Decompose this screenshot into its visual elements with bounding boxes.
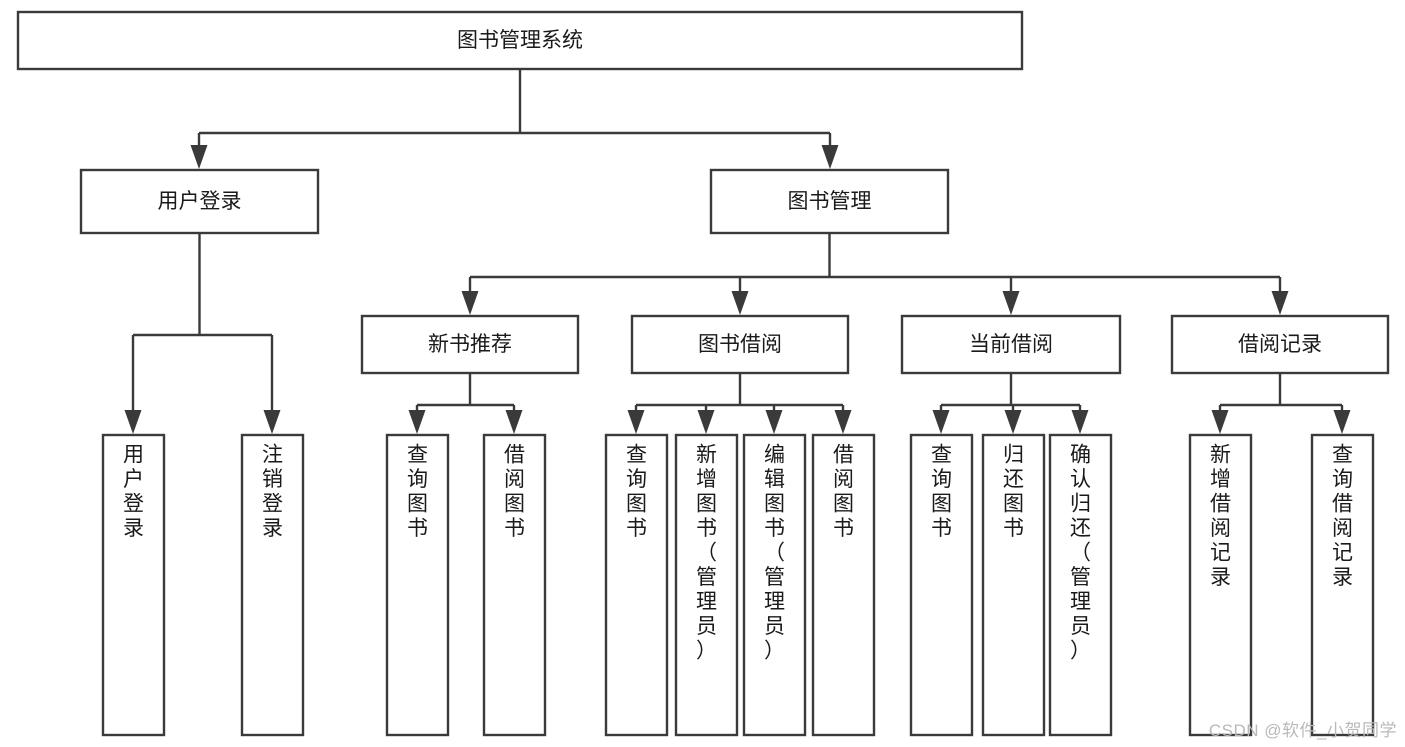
leaf-node-leaf-query-book-recommend[interactable]: 查询图书 [385, 433, 450, 737]
arrow-head-icon [821, 145, 839, 169]
node-box[interactable] [981, 433, 1046, 737]
leaf-node-leaf-add-borrow-record[interactable]: 新增借阅记录 [1188, 433, 1253, 737]
level3-node-book-borrow[interactable]: 图书借阅 [630, 314, 850, 375]
connector-recommend-to-leaves [408, 373, 523, 434]
node-box[interactable] [709, 168, 950, 235]
leaf-node-leaf-query-borrow-record[interactable]: 查询借阅记录 [1310, 433, 1375, 737]
node-label: 归还图书 [1003, 443, 1024, 540]
arrow-head-icon [1271, 291, 1289, 315]
node-label: 新增图书（管理员） [696, 443, 717, 662]
node-box[interactable] [604, 433, 669, 737]
node-label: 确认归还（管理员） [1070, 443, 1091, 662]
node-label: 编辑图书（管理员） [764, 443, 785, 662]
leaf-node-leaf-add-book[interactable]: 新增图书（管理员） [674, 433, 739, 737]
node-label: 用户登录 [158, 190, 242, 213]
node-label: 新书推荐 [428, 333, 512, 356]
node-label: 查询图书 [626, 443, 647, 540]
arrow-head-icon [697, 410, 715, 434]
node-label: 新增借阅记录 [1210, 443, 1231, 589]
connector-current-to-leaves [932, 373, 1089, 434]
node-label: 查询借阅记录 [1332, 443, 1353, 589]
leaf-node-leaf-user-login[interactable]: 用户登录 [101, 433, 166, 737]
arrow-head-icon [505, 410, 523, 434]
leaf-node-leaf-query-book-current[interactable]: 查询图书 [909, 433, 974, 737]
arrow-head-icon [408, 410, 426, 434]
arrow-head-icon [627, 410, 645, 434]
connector-borrow-to-leaves [627, 373, 852, 434]
node-label: 当前借阅 [969, 333, 1053, 356]
node-label: 图书管理系统 [457, 29, 583, 52]
node-label: 查询图书 [407, 443, 428, 540]
node-box[interactable] [811, 433, 876, 737]
connector-root-to-level2 [190, 69, 839, 169]
node-box[interactable] [1048, 433, 1113, 737]
node-label: 借阅图书 [504, 443, 525, 540]
node-box[interactable] [482, 433, 547, 737]
node-box[interactable] [909, 433, 974, 737]
leaf-node-leaf-return-book[interactable]: 归还图书 [981, 433, 1046, 737]
node-box[interactable] [79, 168, 320, 235]
node-box[interactable] [385, 433, 450, 737]
level2-node-user-login[interactable]: 用户登录 [79, 168, 320, 235]
arrow-head-icon [932, 410, 950, 434]
arrow-head-icon [263, 410, 281, 434]
node-label: 查询图书 [931, 443, 952, 540]
level2-node-book-management[interactable]: 图书管理 [709, 168, 950, 235]
node-label: 借阅图书 [833, 443, 854, 540]
leaf-node-leaf-logout[interactable]: 注销登录 [240, 433, 305, 737]
arrow-head-icon [731, 291, 749, 315]
node-label: 图书借阅 [698, 333, 782, 356]
node-box[interactable] [1188, 433, 1253, 737]
level3-node-current-borrow[interactable]: 当前借阅 [900, 314, 1122, 375]
arrow-head-icon [190, 145, 208, 169]
connector-bookmgmt-to-level3 [461, 233, 1289, 315]
node-box[interactable] [240, 433, 305, 737]
leaf-node-leaf-edit-book[interactable]: 编辑图书（管理员） [742, 433, 807, 737]
arrow-head-icon [1004, 410, 1022, 434]
arrow-head-icon [765, 410, 783, 434]
node-box[interactable] [742, 433, 807, 737]
connector-record-to-leaves [1211, 373, 1351, 434]
connector-userlogin-to-leaves [124, 233, 281, 434]
arrow-head-icon [834, 410, 852, 434]
leaf-node-leaf-query-book-borrow[interactable]: 查询图书 [604, 433, 669, 737]
arrow-head-icon [1211, 410, 1229, 434]
node-box[interactable] [630, 314, 850, 375]
node-box[interactable] [360, 314, 580, 375]
arrow-head-icon [1333, 410, 1351, 434]
arrow-head-icon [1002, 291, 1020, 315]
node-box[interactable] [1310, 433, 1375, 737]
level3-node-new-book-recommend[interactable]: 新书推荐 [360, 314, 580, 375]
arrow-head-icon [461, 291, 479, 315]
node-box[interactable] [1170, 314, 1390, 375]
leaf-node-leaf-confirm-return[interactable]: 确认归还（管理员） [1048, 433, 1113, 737]
leaf-node-leaf-borrow-book[interactable]: 借阅图书 [811, 433, 876, 737]
node-box[interactable] [101, 433, 166, 737]
node-box[interactable] [16, 10, 1024, 71]
connector-layer [124, 69, 1351, 434]
node-label: 用户登录 [123, 443, 144, 540]
arrow-head-icon [124, 410, 142, 434]
arrow-head-icon [1071, 410, 1089, 434]
node-box[interactable] [674, 433, 739, 737]
leaf-node-leaf-borrow-book-recommend[interactable]: 借阅图书 [482, 433, 547, 737]
root-node-root[interactable]: 图书管理系统 [16, 10, 1024, 71]
node-label: 注销登录 [262, 443, 283, 540]
node-box[interactable] [900, 314, 1122, 375]
level3-node-borrow-record[interactable]: 借阅记录 [1170, 314, 1390, 375]
node-label: 借阅记录 [1238, 333, 1322, 356]
node-label: 图书管理 [788, 190, 872, 213]
